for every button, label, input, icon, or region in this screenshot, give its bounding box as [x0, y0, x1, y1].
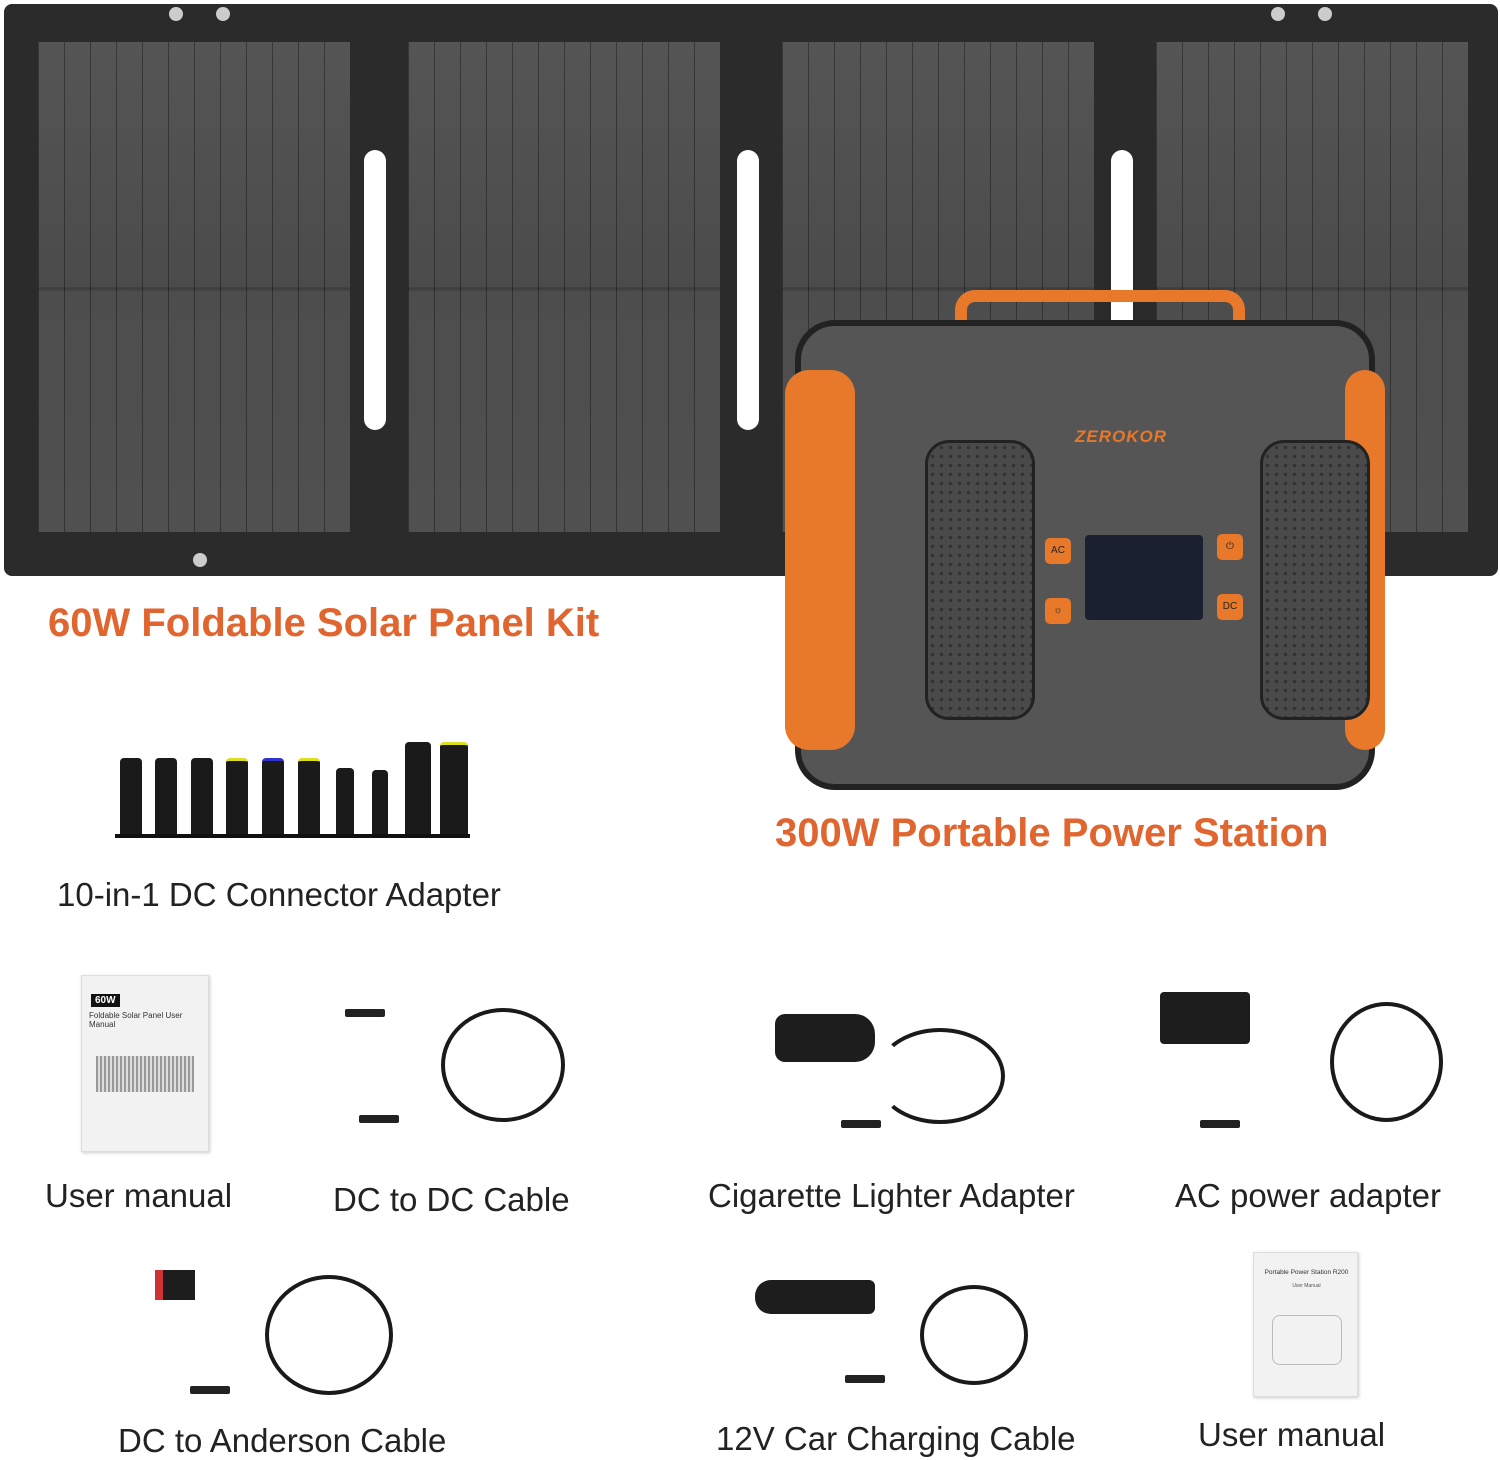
accessory-label: User manual — [1198, 1416, 1386, 1453]
panel-slot — [737, 150, 759, 430]
manual-station-illustration — [1272, 1315, 1342, 1365]
manual-badge: 60W — [91, 994, 120, 1007]
grommet — [193, 553, 207, 567]
grommet — [169, 7, 183, 21]
dc-connector-label: 10-in-1 DC Connector Adapter — [57, 876, 501, 913]
accessory-label: 12V Car Charging Cable — [716, 1420, 1076, 1457]
manual-title: Portable Power Station R200 — [1264, 1269, 1349, 1276]
speaker-grill — [1260, 440, 1370, 720]
grommet — [1271, 7, 1285, 21]
power-station-manual-image: Portable Power Station R200 User Manual — [1253, 1252, 1358, 1397]
solar-cell — [408, 42, 720, 532]
cigarette-lighter-adapter-image — [775, 1012, 1007, 1132]
power-station-label: 300W Portable Power Station — [775, 811, 1329, 855]
manual-title: Foldable Solar Panel User Manual — [89, 1011, 183, 1029]
panel-slot — [364, 150, 386, 430]
light-button: ☼ — [1045, 598, 1071, 624]
accessory-label: Cigarette Lighter Adapter — [708, 1177, 1075, 1214]
port-panel — [785, 370, 855, 750]
grommet — [216, 7, 230, 21]
solar-manual-image: 60W Foldable Solar Panel User Manual — [81, 975, 209, 1152]
accessory-label: DC to DC Cable — [333, 1181, 570, 1218]
car-charging-cable-image — [745, 1275, 1030, 1390]
lcd-screen — [1085, 535, 1203, 620]
dc-to-dc-cable-image — [345, 1005, 567, 1125]
power-station-image: ZEROKOR AC ⏻ ☼ DC — [785, 290, 1385, 795]
accessory-label: DC to Anderson Cable — [118, 1422, 447, 1459]
power-button: ⏻ — [1217, 534, 1243, 560]
accessory-label: User manual — [45, 1177, 233, 1214]
speaker-grill — [925, 440, 1035, 720]
grommet — [1318, 7, 1332, 21]
accessory-label: AC power adapter — [1175, 1177, 1441, 1214]
solar-panel-label: 60W Foldable Solar Panel Kit — [48, 601, 600, 645]
solar-cell — [38, 42, 350, 532]
ac-power-adapter-image — [1160, 992, 1445, 1132]
dc-button: DC — [1217, 594, 1243, 620]
manual-subtitle: User Manual — [1292, 1283, 1321, 1289]
handle — [955, 290, 1245, 330]
dc-to-anderson-cable-image — [155, 1270, 395, 1400]
manual-panel-illustration — [96, 1056, 194, 1092]
ac-button: AC — [1045, 538, 1071, 564]
brand-logo: ZEROKOR — [1075, 427, 1167, 446]
dc-connector-tips-image — [115, 735, 470, 838]
